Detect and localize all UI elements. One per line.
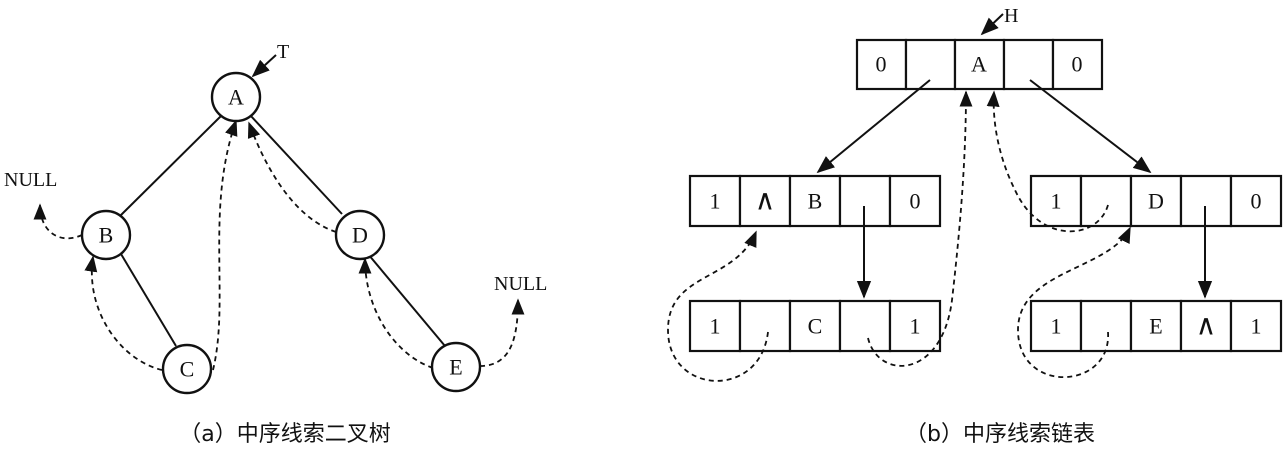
thread-b-to-null — [33, 203, 83, 240]
d-rtag: 0 — [1251, 189, 1262, 214]
t-pointer-label: T — [277, 41, 289, 63]
pointer-head-to-d — [1029, 79, 1152, 174]
thread-e-to-d — [358, 257, 434, 369]
caption-b: （b）中序线索链表 — [905, 422, 1095, 447]
null-label-left: NULL — [4, 169, 57, 191]
e-data: E — [1149, 314, 1162, 339]
edge-a-d — [249, 114, 343, 215]
t-pointer-arrow — [251, 54, 277, 78]
b-lchild-null: ∧ — [755, 186, 776, 217]
list-record-head: 0 A 0 — [855, 38, 1104, 91]
pointer-head-to-b — [816, 79, 931, 174]
node-label-c: C — [180, 357, 195, 382]
edge-d-e — [367, 253, 446, 347]
thread-c-to-b — [84, 255, 163, 371]
c-ltag: 1 — [710, 314, 721, 339]
thread-d-to-a-record — [986, 90, 1109, 233]
thread-e-to-d-record — [1017, 226, 1131, 378]
tree-node-a: A — [210, 71, 262, 123]
thread-c-to-b-record — [667, 230, 769, 382]
node-label-b: B — [99, 223, 114, 248]
thread-d-to-a — [247, 121, 337, 233]
list-record-e: 1 E ∧ 1 — [1029, 299, 1283, 353]
null-label-right: NULL — [494, 273, 547, 295]
threaded-binary-tree: T NULL NULL A B C D E （a — [4, 41, 547, 447]
d-data: D — [1148, 189, 1164, 214]
threaded-linked-list: H 0 A 0 1 ∧ B 0 — [667, 5, 1283, 447]
c-data: C — [808, 314, 823, 339]
c-rtag: 1 — [910, 314, 921, 339]
caption-a: （a）中序线索二叉树 — [179, 422, 390, 447]
b-ltag: 1 — [710, 189, 721, 214]
node-label-e: E — [449, 355, 462, 380]
e-rchild-null: ∧ — [1196, 311, 1217, 342]
node-label-d: D — [352, 223, 368, 248]
node-label-a: A — [228, 85, 244, 110]
tree-node-d: D — [334, 209, 386, 261]
list-record-c: 1 C 1 — [688, 299, 942, 353]
tree-node-e: E — [430, 341, 482, 393]
b-data: B — [808, 189, 823, 214]
list-record-b: 1 ∧ B 0 — [688, 174, 942, 228]
tree-node-c: C — [161, 343, 213, 395]
b-rtag: 0 — [910, 189, 921, 214]
h-pointer-arrow — [980, 13, 1004, 36]
thread-c-to-a — [212, 119, 238, 371]
thread-e-to-null — [479, 298, 525, 367]
e-rtag: 1 — [1251, 314, 1262, 339]
h-pointer-label: H — [1004, 5, 1018, 27]
d-ltag: 1 — [1051, 189, 1062, 214]
head-data: A — [971, 52, 987, 77]
thread-c-to-a-record — [867, 90, 973, 367]
tree-node-b: B — [80, 209, 132, 261]
head-ltag: 0 — [876, 52, 887, 77]
edge-a-b — [120, 114, 223, 216]
list-record-d: 1 D 0 — [1029, 174, 1283, 228]
head-rtag: 0 — [1072, 52, 1083, 77]
edge-b-c — [120, 253, 177, 347]
e-ltag: 1 — [1051, 314, 1062, 339]
